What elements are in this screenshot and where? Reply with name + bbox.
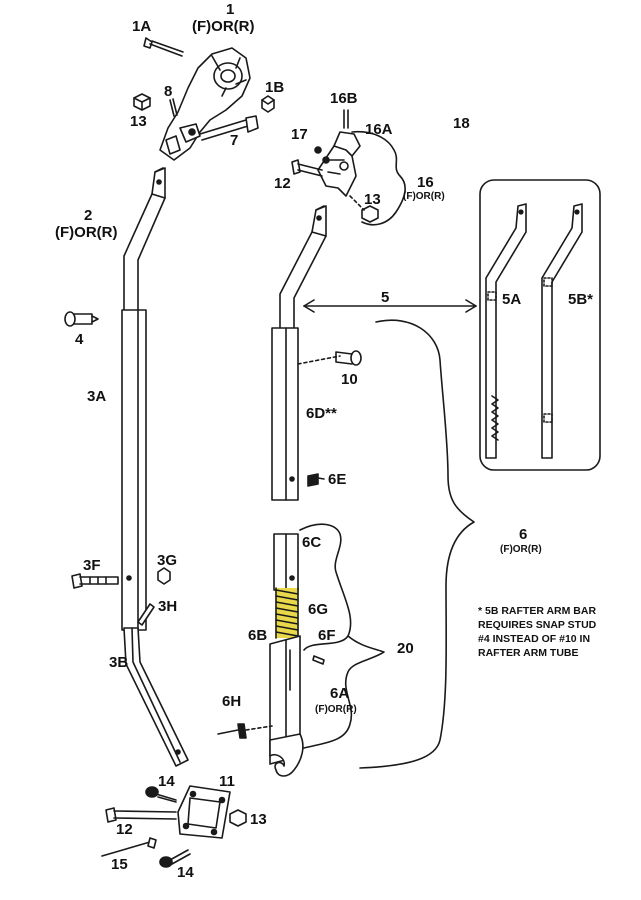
label-20: 20 [397,640,414,657]
screw-part-14-top [145,786,177,803]
screw-part-14-bottom [159,849,191,868]
bracket-line-6 [359,319,475,769]
label-3b: 3B [109,654,129,671]
label-12-bottom: 12 [116,821,133,838]
head-bracket-part-1 [159,47,251,161]
label-16a: 16A [365,121,393,138]
label-6h: 6H [222,693,242,710]
nut-part-3g [157,567,171,585]
footnote-line: * 5B RAFTER ARM BAR [478,605,597,617]
base-plate-part-11 [177,785,231,839]
label-6d: 6D** [306,405,337,422]
bracket-line-16 [351,130,407,226]
nut-part-1b [261,95,275,113]
footnote-line: REQUIRES SNAP STUD [478,619,597,631]
long-tube-part-3a [121,309,147,631]
nut-part-13-left [133,93,151,111]
label-18: 18 [453,115,470,132]
rafter-arm-bar-part-5 [279,205,327,335]
pin-part-6f [312,655,325,665]
label-5: 5 [381,289,390,306]
label-3a: 3A [87,388,107,405]
label-13-left: 13 [130,113,147,130]
pin-part-8 [169,98,178,117]
bolt-part-12-bottom [105,807,177,823]
hook-part-6a [269,733,304,777]
rivet-part-15 [101,837,157,857]
snap-stud-part-10 [335,350,362,366]
label-6e: 6E [328,471,347,488]
label-13-mid: 13 [364,191,381,208]
label-1b: 1B [265,79,285,96]
label-2: 2 [84,207,93,224]
label-5b: 5B* [568,291,594,308]
label-14-bottom: 14 [177,864,194,881]
label-6: 6 [519,526,528,543]
bolt-part-7 [199,115,259,141]
label-6f: 6F [318,627,336,644]
bolt-part-1a [143,37,184,57]
label-16: 16 [417,174,434,191]
label-10: 10 [341,371,358,388]
label-16-sub: (F)OR(R) [403,191,445,202]
label-1: 1 [226,1,235,18]
footnote-line: RAFTER ARM TUBE [478,647,579,659]
label-6b: 6B [248,627,268,644]
lower-tube-part-3b [123,627,189,767]
bolt-part-3f [71,573,119,589]
bracket-assembly-part-16 [317,131,361,197]
label-8: 8 [164,83,173,100]
nut-part-13-mid [349,195,379,223]
pin-part-16b [343,109,349,129]
bracket-line-20 [299,523,385,749]
snap-part-6e [307,473,325,487]
spring-part-6g [275,587,299,639]
label-17: 17 [291,126,308,143]
label-3h: 3H [158,598,178,615]
footnote-line: #4 INSTEAD OF #10 IN [478,633,591,645]
label-6a-sub: (F)OR(R) [315,704,357,715]
rafter-arm-tube-part-6d [271,327,341,501]
lower-tube-part-6b [269,635,301,765]
screw-part-17 [314,146,330,164]
label-1-sub: (F)OR(R) [192,18,255,35]
label-11: 11 [219,773,235,790]
bolt-part-12-top [291,159,323,177]
pointer-arrow-5 [303,299,477,313]
label-15: 15 [111,856,128,873]
pin-part-3h [137,603,155,626]
snap-stud-part-4 [64,311,99,327]
label-1a: 1A [132,18,152,35]
label-3f: 3F [83,557,101,574]
nut-part-13-bottom [229,809,247,827]
label-6a: 6A [330,685,350,702]
inner-tube-part-6c [273,533,299,591]
label-5a: 5A [502,291,522,308]
label-3g: 3G [157,552,178,569]
label-13-bottom: 13 [250,811,267,828]
label-7: 7 [230,132,239,149]
label-6-sub: (F)OR(R) [500,544,542,555]
label-4: 4 [75,331,84,348]
upper-tube-part-2 [123,167,166,319]
rivet-part-6h [217,723,273,739]
label-16b: 16B [330,90,358,107]
label-6g: 6G [308,601,329,618]
label-14-top: 14 [158,773,175,790]
label-2-sub: (F)OR(R) [55,224,118,241]
label-6c: 6C [302,534,322,551]
label-12-top: 12 [274,175,291,192]
inset-box-rafter-bars [479,179,601,471]
footnote-5b: * 5B RAFTER ARM BAR REQUIRES SNAP STUD #… [478,604,628,660]
